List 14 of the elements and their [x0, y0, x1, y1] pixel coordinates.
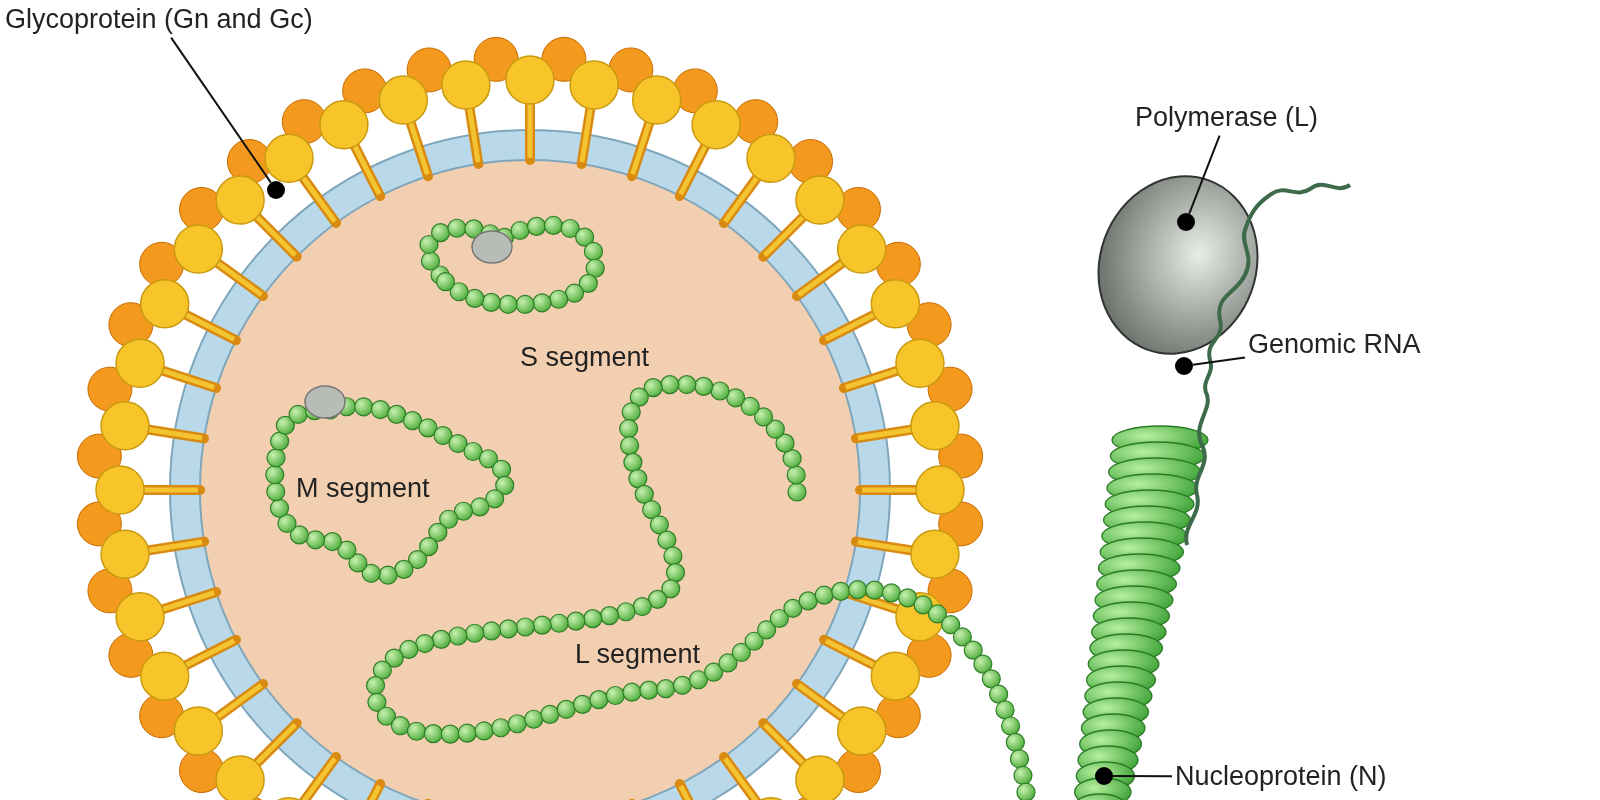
- part-label: Glycoprotein (Gn and Gc): [5, 5, 313, 35]
- leader-line: [170, 36, 272, 184]
- marker-dot: [267, 181, 285, 199]
- marker-dot: [1095, 767, 1113, 785]
- marker-dot: [1177, 213, 1195, 231]
- part-label: Polymerase (L): [1135, 103, 1319, 133]
- leader-line: [1188, 134, 1221, 215]
- segment-label: M segment: [296, 474, 430, 504]
- segment-label: S segment: [520, 343, 650, 373]
- part-label: Genomic RNA: [1248, 330, 1421, 360]
- segment-label: L segment: [575, 640, 701, 670]
- leader-line: [1191, 356, 1246, 366]
- marker-dot: [1175, 357, 1193, 375]
- part-label: Nucleoprotein (N): [1175, 762, 1387, 792]
